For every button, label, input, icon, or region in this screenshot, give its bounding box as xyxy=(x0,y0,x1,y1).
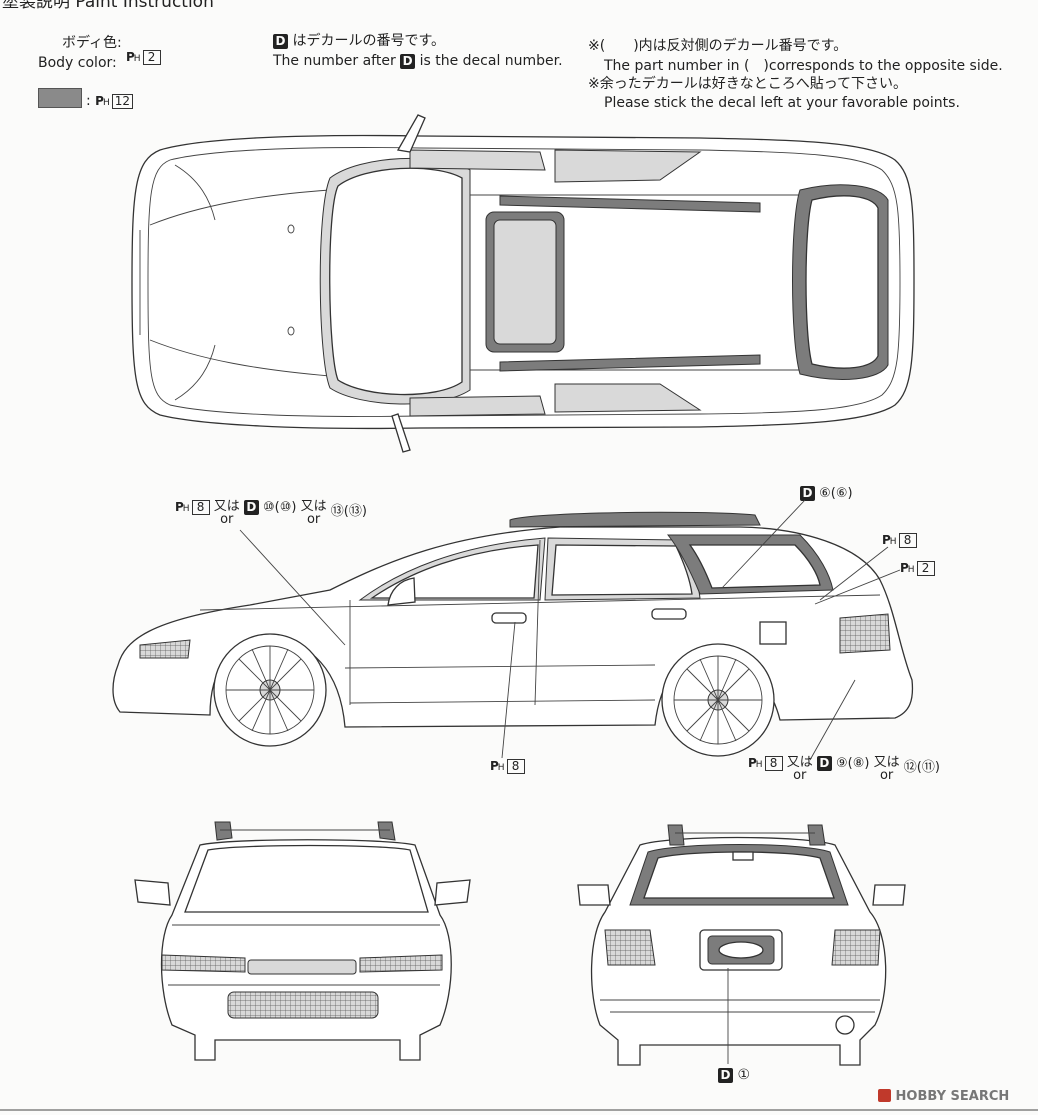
paint-number: 8 xyxy=(898,533,917,548)
car-side-view xyxy=(112,499,914,761)
ph-prefix: PH xyxy=(175,500,190,514)
ph-prefix: PH xyxy=(95,94,110,108)
ph-prefix: PH xyxy=(490,759,505,773)
car-front-view xyxy=(134,821,471,1061)
callout-rear-quarter: D ⑥(⑥) xyxy=(800,486,853,501)
decal-badge: D xyxy=(273,34,288,49)
paint-number: 2 xyxy=(916,561,935,576)
decal-badge: D xyxy=(400,54,416,69)
body-color-label-en: Body color: xyxy=(38,55,117,71)
car-rear-view xyxy=(577,824,906,1066)
decal-number: ① xyxy=(737,1067,751,1083)
ph-prefix: PH xyxy=(882,533,897,547)
decal-number: ⑥(⑥) xyxy=(819,486,853,501)
decal-badge: D xyxy=(800,486,815,501)
color-swatch xyxy=(38,88,82,108)
ph-prefix: PH xyxy=(900,561,915,575)
opposite-note-line1: ※( )内は反対側のデカール番号です。 xyxy=(588,38,848,54)
page-title: 塗装説明 Paint Instruction xyxy=(2,0,214,12)
decal-badge: D xyxy=(718,1068,733,1083)
opposite-note-line2: The part number in ( )corresponds to the… xyxy=(604,58,1003,74)
paint-number: 2 xyxy=(142,50,161,65)
body-color-label-jp: ボディ色: xyxy=(62,35,122,51)
paint-number: 12 xyxy=(111,94,134,109)
decal-number: ⑨(⑧) xyxy=(836,756,870,771)
paint-number: 8 xyxy=(191,500,210,515)
callout-rear-plate: D ① xyxy=(718,1067,750,1083)
opposite-note-line3: ※余ったデカールは好きなところへ貼って下さい。 xyxy=(588,76,908,92)
decal-badge: D xyxy=(816,756,832,771)
watermark: HOBBY SEARCH xyxy=(878,1088,1009,1105)
decal-number: ⑩(⑩) xyxy=(263,500,297,515)
ph-prefix: PH xyxy=(126,50,141,64)
paint-number: 8 xyxy=(506,759,525,774)
decal-note-jp: D はデカールの番号です。 xyxy=(273,33,445,50)
ph-prefix: PH xyxy=(748,756,763,770)
car-top-view xyxy=(131,114,915,453)
paint-number: 8 xyxy=(764,756,783,771)
decal-badge: D xyxy=(243,500,259,515)
decal-number: ⑬(⑬) xyxy=(330,504,367,519)
decal-note-en: The number after D is the decal number. xyxy=(273,53,563,69)
decal-number: ⑫(⑪) xyxy=(903,760,940,775)
watermark-logo-icon xyxy=(878,1089,891,1102)
opposite-note-line4: Please stick the decal left at your favo… xyxy=(604,95,960,111)
